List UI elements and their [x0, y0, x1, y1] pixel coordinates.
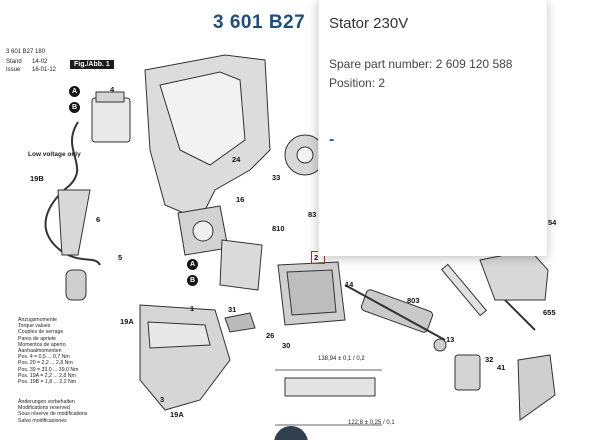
part-depth-gauge[interactable]: [440, 263, 488, 317]
dimension-1: 138,94 ± 0,1 / 0,2: [318, 356, 365, 362]
note-line: Salvo modificaciones: [18, 417, 67, 424]
callout-31[interactable]: 31: [228, 305, 237, 314]
torque-row: Pos. 39 = 33,0 ... 39,0 Nm: [18, 366, 79, 373]
torque-row: Pos. 4 = 0,5 ... 0,7 Nm: [18, 354, 70, 361]
torque-header: Pares de apriete: [18, 335, 57, 342]
part-housing-bottom[interactable]: [139, 304, 231, 411]
callout-19b[interactable]: 19B: [30, 174, 44, 183]
callout-30[interactable]: 30: [282, 341, 291, 350]
marker-b-top: B: [69, 102, 80, 113]
torque-table: Anzugsmomente Torque values Couples de s…: [18, 317, 78, 385]
issue-label: Issue: [6, 67, 21, 73]
tooltip-title: Stator 230V: [329, 15, 409, 32]
stand-value: 14-02: [32, 59, 48, 65]
marker-b-mid: B: [187, 275, 198, 286]
callout-26[interactable]: 26: [266, 331, 275, 340]
note-line: Sous réserve de modifications: [18, 411, 88, 418]
callout-803[interactable]: 803: [407, 296, 420, 305]
note-line: Änderungen vorbehalten: [18, 399, 75, 405]
torque-row: Pos. 19B = 1,8 ... 2,2 Nm: [18, 379, 77, 386]
callout-810[interactable]: 810: [272, 224, 285, 233]
stand-label: Stand: [6, 59, 22, 65]
callout-33[interactable]: 33: [272, 173, 281, 182]
callout-3[interactable]: 3: [160, 395, 165, 404]
modifications-note: Änderungen vorbehalten Modifications res…: [18, 399, 88, 424]
callout-6[interactable]: 6: [96, 215, 101, 224]
spare-part-number: Spare part number: 2 609 120 588: [329, 57, 513, 71]
torque-header: Anzugsmomente: [18, 317, 57, 323]
torque-header: Momentos de aperto: [18, 341, 66, 348]
callout-16[interactable]: 16: [236, 195, 245, 204]
part-brush-plate[interactable]: [219, 239, 263, 291]
position-number: Position: 2: [329, 76, 386, 90]
callout-13[interactable]: 13: [446, 335, 455, 344]
torque-header: Torque values: [18, 323, 51, 330]
callout-655[interactable]: 655: [543, 308, 556, 317]
part-cover[interactable]: [224, 312, 256, 333]
part-chuck[interactable]: [479, 249, 549, 301]
torque-header: Couples de serrage: [18, 329, 64, 336]
figure-label: Fig./Abb. 1: [70, 60, 114, 69]
callout-14[interactable]: 14: [345, 280, 354, 289]
part-gear-housing[interactable]: [454, 354, 481, 391]
callout-1[interactable]: 1: [190, 304, 195, 313]
callout-19a-top[interactable]: 19A: [120, 317, 134, 326]
torque-row: Pos. 19A = 2,2 ... 2,8 Nm: [18, 372, 76, 379]
callout-83[interactable]: 83: [308, 210, 317, 219]
issue-value: 16-01-12: [32, 67, 57, 73]
document-number: 3 601 B27: [213, 12, 306, 33]
doc-code: 3 601 B27 180: [6, 49, 46, 55]
torque-header: Aanhaalmomenten: [18, 348, 62, 355]
part-power-cord[interactable]: [44, 121, 101, 266]
part-cord-guard[interactable]: [57, 189, 91, 256]
part-stator[interactable]: [277, 261, 346, 326]
dimension-2: 122,8 ± 0,25 / 0,1: [348, 420, 395, 426]
scroll-top-button[interactable]: [274, 426, 308, 440]
callout-19a-bottom[interactable]: 19A: [170, 410, 184, 419]
low-voltage-note: Low voltage only: [28, 151, 81, 158]
callout-2[interactable]: 2: [314, 253, 319, 262]
tooltip-link-dash[interactable]: -: [329, 131, 335, 148]
callout-41[interactable]: 41: [497, 363, 506, 372]
callout-4[interactable]: 4: [110, 85, 115, 94]
note-line: Modifications reserved: [18, 405, 70, 412]
part-brush-holder[interactable]: [177, 205, 229, 256]
callout-54[interactable]: 54: [548, 218, 557, 227]
part-bearing[interactable]: [433, 338, 447, 352]
marker-a-top: A: [69, 86, 80, 97]
part-info-tooltip: Stator 230V Spare part number: 2 609 120…: [318, 0, 547, 256]
part-aux-handle[interactable]: [489, 284, 556, 421]
part-gear[interactable]: [284, 134, 326, 176]
armature-dimension-sketch: [275, 369, 382, 426]
part-armature[interactable]: [344, 284, 446, 341]
marker-a-mid: A: [187, 259, 198, 270]
callout-32[interactable]: 32: [485, 355, 494, 364]
callout-24[interactable]: 24: [232, 155, 241, 164]
callout-5[interactable]: 5: [118, 253, 123, 262]
part-switch[interactable]: [91, 91, 131, 143]
torque-row: Pos. 20 = 2,2 ... 2,8 Nm: [18, 360, 73, 367]
part-plug[interactable]: [65, 269, 87, 301]
